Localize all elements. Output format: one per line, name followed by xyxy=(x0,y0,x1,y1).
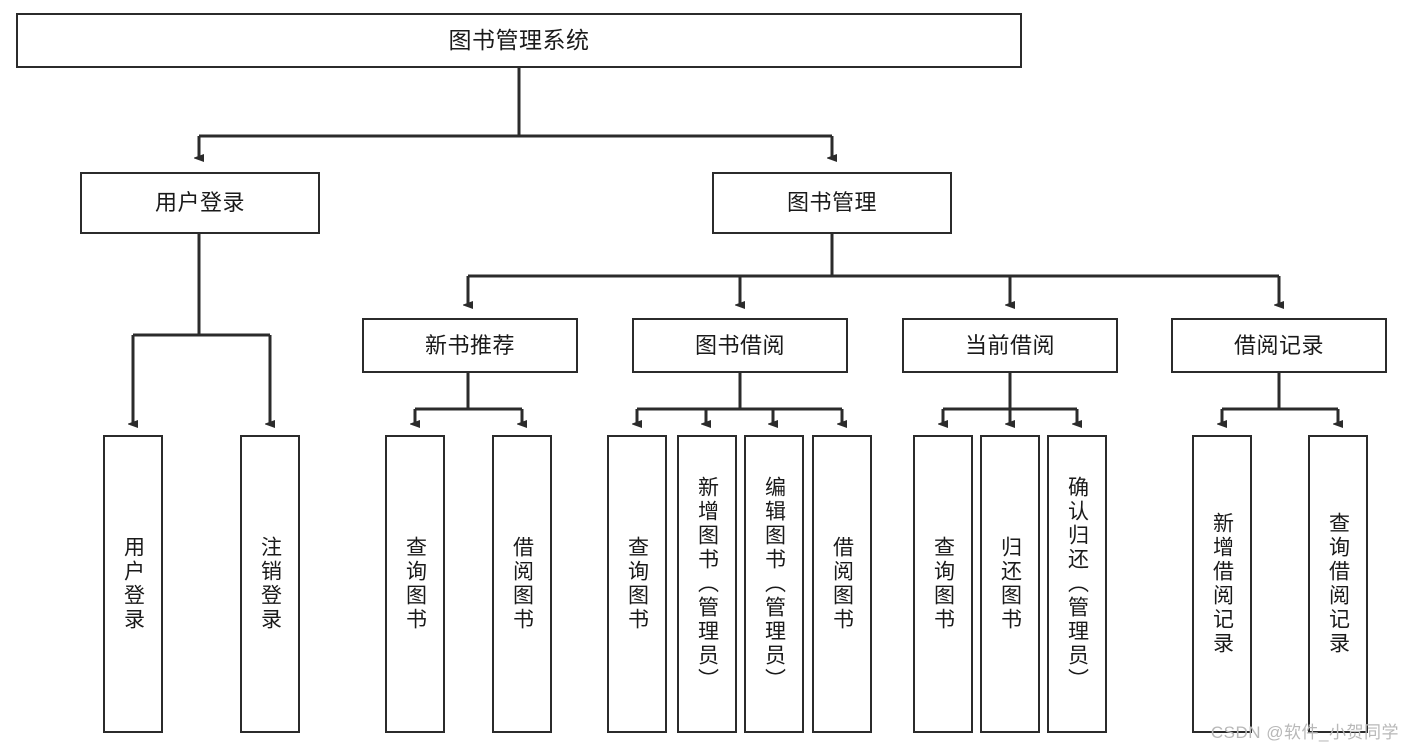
node-book-borrow[interactable]: 图书借阅 xyxy=(632,318,848,373)
leaf-new-book-borrow[interactable]: 借阅图书 xyxy=(492,435,552,733)
leaf-current-confirm-return[interactable]: 确认归还（管理员） xyxy=(1047,435,1107,733)
leaf-current-query-book-label: 查询图书 xyxy=(931,536,955,632)
node-new-book-recommend[interactable]: 新书推荐 xyxy=(362,318,578,373)
node-root-label: 图书管理系统 xyxy=(448,26,590,53)
node-new-book-recommend-label: 新书推荐 xyxy=(424,332,515,358)
leaf-user-login-login[interactable]: 用户登录 xyxy=(103,435,163,733)
node-user-login[interactable]: 用户登录 xyxy=(80,172,320,234)
leaf-new-book-query[interactable]: 查询图书 xyxy=(385,435,445,733)
leaf-record-add[interactable]: 新增借阅记录 xyxy=(1192,435,1252,733)
node-current-borrow-label: 当前借阅 xyxy=(964,332,1055,358)
leaf-user-login-logout[interactable]: 注销登录 xyxy=(240,435,300,733)
leaf-borrow-edit-book[interactable]: 编辑图书（管理员） xyxy=(744,435,804,733)
leaf-new-book-borrow-label: 借阅图书 xyxy=(510,536,534,632)
leaf-current-return-book-label: 归还图书 xyxy=(998,536,1022,632)
leaf-record-query-label: 查询借阅记录 xyxy=(1326,512,1350,656)
leaf-user-login-login-label: 用户登录 xyxy=(121,536,145,632)
leaf-record-add-label: 新增借阅记录 xyxy=(1210,512,1234,656)
leaf-new-book-query-label: 查询图书 xyxy=(403,536,427,632)
node-book-manage[interactable]: 图书管理 xyxy=(712,172,952,234)
leaf-current-query-book[interactable]: 查询图书 xyxy=(913,435,973,733)
node-root[interactable]: 图书管理系统 xyxy=(16,13,1022,68)
leaf-borrow-borrow-book-label: 借阅图书 xyxy=(830,536,854,632)
leaf-record-query[interactable]: 查询借阅记录 xyxy=(1308,435,1368,733)
node-user-login-label: 用户登录 xyxy=(154,190,245,216)
node-borrow-record[interactable]: 借阅记录 xyxy=(1171,318,1387,373)
node-borrow-record-label: 借阅记录 xyxy=(1233,332,1324,358)
leaf-user-login-logout-label: 注销登录 xyxy=(258,536,282,632)
leaf-borrow-query-book-label: 查询图书 xyxy=(625,536,649,632)
node-current-borrow[interactable]: 当前借阅 xyxy=(902,318,1118,373)
leaf-borrow-add-book[interactable]: 新增图书（管理员） xyxy=(677,435,737,733)
leaf-borrow-query-book[interactable]: 查询图书 xyxy=(607,435,667,733)
leaf-current-confirm-return-label: 确认归还（管理员） xyxy=(1065,476,1089,692)
node-book-manage-label: 图书管理 xyxy=(786,190,877,216)
leaf-borrow-add-book-label: 新增图书（管理员） xyxy=(695,476,719,692)
node-book-borrow-label: 图书借阅 xyxy=(694,332,785,358)
leaf-borrow-borrow-book[interactable]: 借阅图书 xyxy=(812,435,872,733)
leaf-current-return-book[interactable]: 归还图书 xyxy=(980,435,1040,733)
leaf-borrow-edit-book-label: 编辑图书（管理员） xyxy=(762,476,786,692)
